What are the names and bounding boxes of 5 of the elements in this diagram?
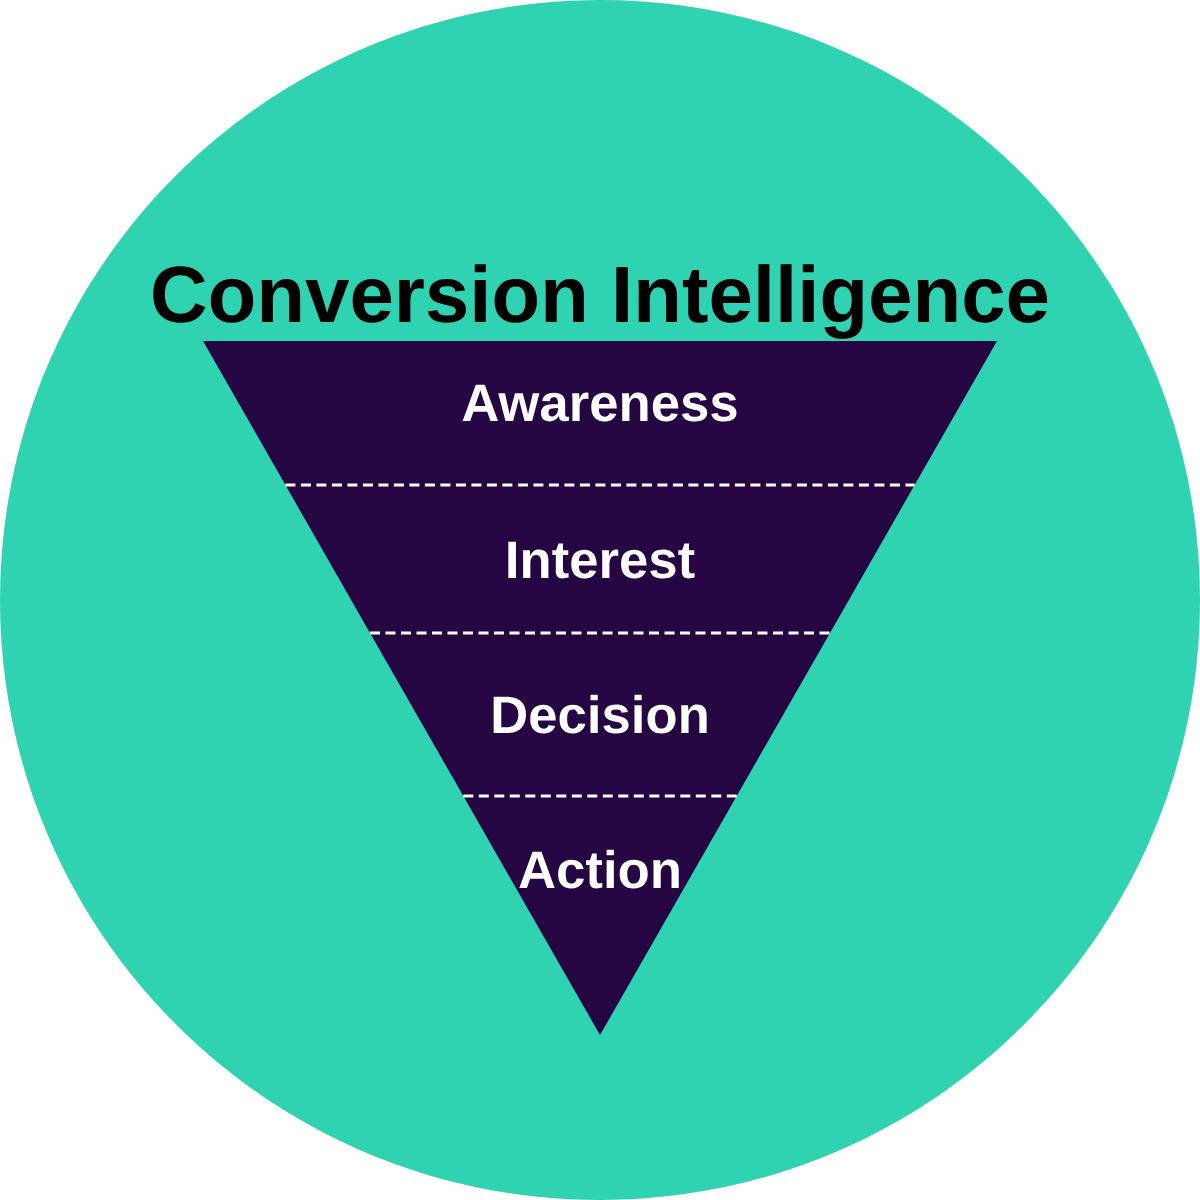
funnel-band: Interest (285, 485, 915, 633)
funnel-band: Action (463, 796, 737, 1035)
funnel-band: Awareness (203, 341, 997, 485)
title: Conversion Intelligence (153, 264, 1048, 339)
funnel-band: Decision (370, 633, 830, 796)
